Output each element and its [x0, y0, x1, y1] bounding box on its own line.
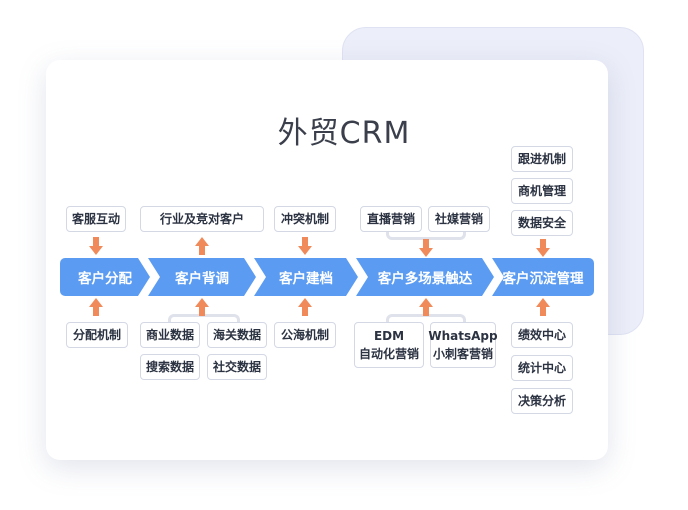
box-social-marketing[interactable]: 社媒营销	[428, 206, 490, 232]
arrow-up-icon	[195, 298, 209, 316]
edm-line2: 自动化营销	[358, 347, 419, 361]
box-performance-center[interactable]: 绩效中心	[511, 322, 573, 348]
box-public-pool-mechanism[interactable]: 公海机制	[274, 322, 336, 348]
stage-background-check[interactable]: 客户背调	[148, 258, 256, 296]
stage-multi-scene-reach[interactable]: 客户多场景触达	[356, 258, 494, 296]
arrow-up-icon	[298, 298, 312, 316]
box-decision-analysis[interactable]: 决策分析	[511, 388, 573, 414]
box-industry-competitor[interactable]: 行业及竞对客户	[140, 206, 264, 232]
whatsapp-line1: WhatsApp	[428, 329, 498, 343]
box-edm-marketing[interactable]: EDM 自动化营销	[354, 322, 424, 368]
stage-allocate[interactable]: 客户分配	[60, 258, 150, 296]
arrow-up-icon	[89, 298, 103, 316]
box-live-marketing[interactable]: 直播营销	[360, 206, 422, 232]
box-allocation-mechanism[interactable]: 分配机制	[66, 322, 128, 348]
box-opportunity-management[interactable]: 商机管理	[511, 178, 573, 204]
arrow-up-icon	[536, 298, 550, 316]
arrow-down-icon	[89, 237, 103, 255]
stage-deposit-manage[interactable]: 客户沉淀管理	[492, 258, 594, 296]
box-search-data[interactable]: 搜索数据	[140, 354, 200, 380]
stage-archive[interactable]: 客户建档	[254, 258, 358, 296]
arrow-up-icon	[195, 237, 209, 255]
arrow-down-icon	[298, 237, 312, 255]
whatsapp-line2: 小刺客营销	[432, 347, 493, 361]
arrow-down-icon	[419, 239, 433, 257]
arrow-up-icon	[419, 298, 433, 316]
arrow-down-icon	[536, 239, 550, 257]
box-business-data[interactable]: 商业数据	[140, 322, 200, 348]
box-followup-mechanism[interactable]: 跟进机制	[511, 146, 573, 172]
box-social-data[interactable]: 社交数据	[207, 354, 267, 380]
box-data-security[interactable]: 数据安全	[511, 210, 573, 236]
box-statistics-center[interactable]: 统计中心	[511, 355, 573, 381]
diagram-title: 外贸CRM	[277, 116, 411, 151]
box-customer-service-interaction[interactable]: 客服互动	[66, 206, 126, 232]
box-customs-data[interactable]: 海关数据	[207, 322, 267, 348]
box-whatsapp-marketing[interactable]: WhatsApp 小刺客营销	[428, 322, 498, 368]
box-conflict-mechanism[interactable]: 冲突机制	[274, 206, 336, 232]
edm-line1: EDM	[373, 329, 405, 343]
bracket-reach-top	[386, 232, 466, 240]
